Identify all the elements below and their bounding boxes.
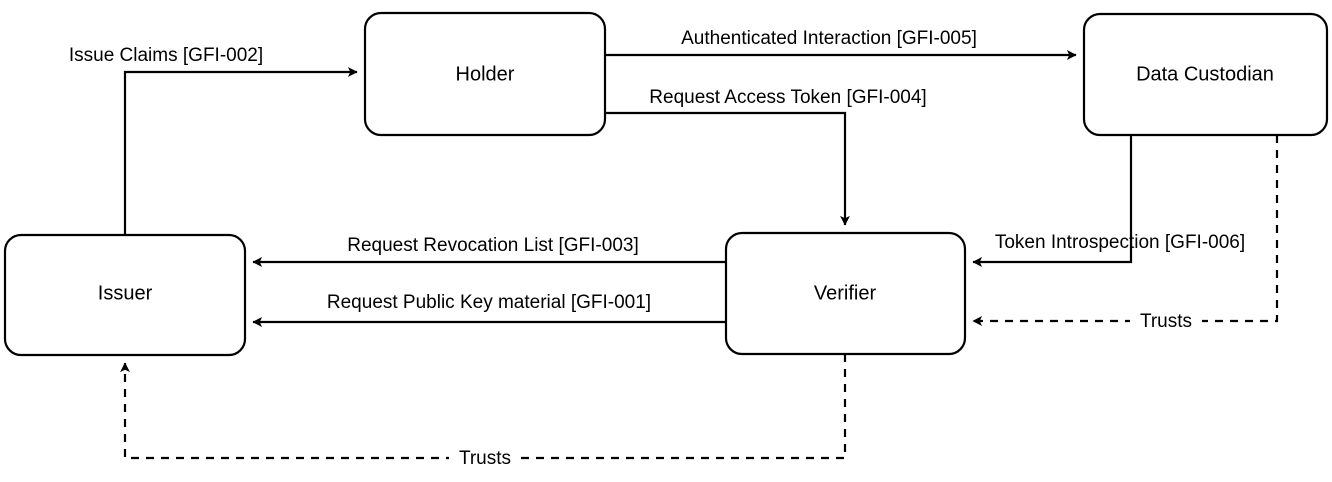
node-verifier[interactable]: Verifier [724, 231, 967, 356]
edge-request-access-token-label: Request Access Token [GFI-004] [649, 87, 926, 108]
edge-authenticated-interaction[interactable]: Authenticated Interaction [GFI-005] [605, 28, 1077, 60]
edge-trusts-verifier-issuer-label-bg [449, 447, 521, 469]
node-holder[interactable]: Holder [363, 11, 607, 137]
edge-token-introspection-path [972, 135, 1133, 267]
edge-trusts-custodian-verifier-label-bg [1130, 310, 1202, 332]
edge-issue-claims-label: Issue Claims [GFI-002] [69, 45, 263, 66]
edge-request-public-key-material-label: Request Public Key material [GFI-001] [327, 292, 651, 313]
node-holder-shape [363, 11, 607, 137]
edge-trusts-custodian-verifier[interactable]: Trusts [972, 135, 1279, 332]
node-verifier-shape [724, 231, 967, 356]
edge-request-revocation-list[interactable]: Request Revocation List [GFI-003] [252, 235, 726, 267]
edge-trusts-custodian-verifier-path [972, 135, 1279, 326]
edge-issue-claims-path [123, 67, 358, 235]
edge-trusts-verifier-issuer-label: Trusts [459, 448, 511, 469]
node-data-custodian-label: Data Custodian [1136, 63, 1274, 85]
edge-trusts-verifier-issuer-path [120, 354, 847, 460]
node-holder-label: Holder [456, 63, 515, 85]
edge-request-revocation-list-label: Request Revocation List [GFI-003] [347, 235, 638, 256]
edge-request-public-key-material[interactable]: Request Public Key material [GFI-001] [252, 292, 726, 327]
edge-authenticated-interaction-label: Authenticated Interaction [GFI-005] [681, 28, 977, 49]
node-issuer-label: Issuer [98, 282, 153, 304]
edge-trusts-custodian-verifier-label: Trusts [1140, 311, 1192, 332]
edge-request-access-token-path [605, 111, 850, 226]
edge-trusts-verifier-issuer[interactable]: Trusts [120, 354, 847, 469]
edge-token-introspection-label: Token Introspection [GFI-006] [995, 232, 1245, 253]
node-data-custodian[interactable]: Data Custodian [1082, 12, 1329, 137]
edge-issue-claims[interactable]: Issue Claims [GFI-002] [69, 45, 358, 235]
edge-token-introspection[interactable]: Token Introspection [GFI-006] [972, 135, 1245, 267]
node-data-custodian-shape [1082, 12, 1329, 137]
node-verifier-label: Verifier [814, 282, 877, 304]
node-issuer-shape [3, 233, 247, 357]
edge-request-access-token[interactable]: Request Access Token [GFI-004] [605, 87, 927, 226]
node-issuer[interactable]: Issuer [3, 233, 247, 357]
